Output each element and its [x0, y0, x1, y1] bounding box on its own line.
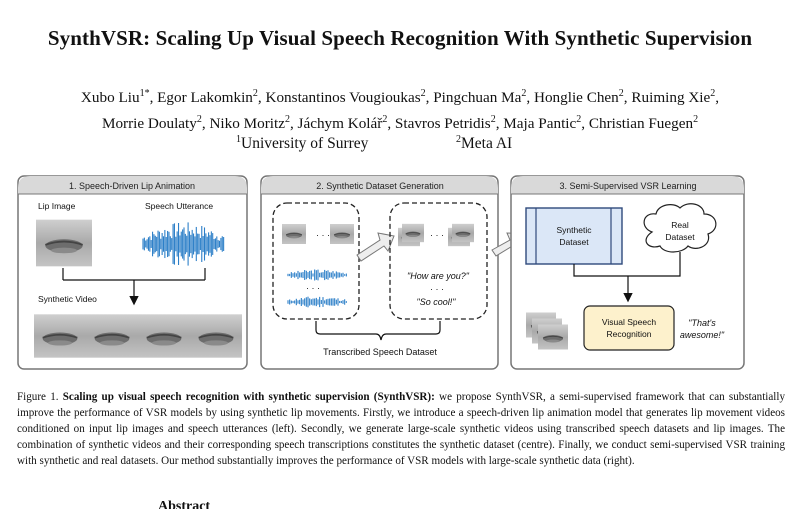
author-affil-mark: 2: [693, 114, 699, 126]
dots-quote: · · ·: [430, 284, 444, 294]
panel-semi-supervised-vsr-learning: 3. Semi-Supervised VSR Learning Syntheti…: [510, 175, 745, 370]
author-affil-mark: 2: [284, 114, 290, 126]
author-affil-mark: 2: [382, 114, 388, 126]
author-name: Pingchuan Ma: [433, 89, 522, 107]
author-line-2: Morrie Doulaty2, Niko Moritz2, Jáchym Ko…: [101, 114, 699, 133]
caption-text: we propose SynthVSR, a semi-supervised f…: [17, 391, 786, 467]
panel2-header: 2. Synthetic Dataset Generation: [316, 181, 444, 191]
author-affil-mark: 1*: [139, 88, 150, 99]
panel-speech-driven-lip-animation: 1. Speech-Driven Lip Animation Lip Image…: [17, 175, 248, 370]
synthetic-video-frames: [34, 313, 242, 359]
speech-waveform: [142, 222, 225, 266]
output-quote-line2: awesome!": [680, 330, 725, 340]
author-affil-mark: 2: [420, 88, 426, 99]
panel-synthetic-dataset-generation: 2. Synthetic Dataset Generation · · · · …: [260, 175, 499, 370]
paper-title: SynthVSR: Scaling Up Visual Speech Recog…: [47, 26, 753, 50]
quote-how-are-you: "How are you?": [407, 271, 470, 281]
lip-image-label: Lip Image: [38, 201, 76, 211]
author-affil-mark: 2: [521, 88, 527, 99]
real-dataset-line2: Dataset: [665, 232, 695, 242]
synthetic-dataset-line1: Synthetic: [557, 225, 593, 235]
author-affil-mark: 2: [490, 114, 496, 126]
author-affil-mark: 2: [710, 88, 716, 99]
author-affil-mark: 2: [252, 88, 258, 99]
author-name: Maja Pantic: [503, 115, 577, 133]
panel3-header: 3. Semi-Supervised VSR Learning: [559, 181, 696, 191]
speech-utterance-label: Speech Utterance: [145, 201, 213, 211]
abstract-heading: Abstract: [158, 499, 211, 509]
author-name: Stavros Petridis: [394, 115, 491, 133]
author-line-1: Xubo Liu1*, Egor Lakomkin2, Konstantinos…: [80, 88, 720, 107]
author-name: Christian Fuegen: [588, 115, 694, 133]
figure-1: 1. Speech-Driven Lip Animation Lip Image…: [17, 175, 745, 370]
author-affil-mark: 2: [196, 114, 202, 126]
synthetic-dataset-line2: Dataset: [559, 237, 589, 247]
caption-bold: Scaling up visual speech recognition wit…: [62, 391, 435, 403]
transcribed-speech-dataset-label: Transcribed Speech Dataset: [323, 347, 437, 357]
author-name: Morrie Doulaty: [101, 115, 197, 133]
author-name: Egor Lakomkin: [157, 89, 253, 107]
quote-so-cool: "So cool!": [417, 297, 457, 307]
vsr-line2: Recognition: [607, 329, 652, 339]
author-affil-mark: 2: [576, 114, 582, 126]
author-name: Niko Moritz: [209, 115, 285, 133]
author-name: Honglie Chen: [533, 89, 619, 107]
vsr-line1: Visual Speech: [602, 317, 656, 327]
author-name: Ruiming Xie: [631, 89, 711, 107]
dots-wave-left: · · ·: [306, 283, 320, 293]
caption-label: Figure 1.: [17, 391, 59, 403]
affiliation-1: 1University of Surrey: [236, 134, 369, 153]
output-quote-line1: "That's: [688, 318, 716, 328]
author-name: Konstantinos Vougioukas: [265, 89, 421, 107]
lip-image: [36, 218, 92, 268]
real-dataset-line1: Real: [671, 220, 689, 230]
synthetic-video-label: Synthetic Video: [38, 294, 97, 304]
author-name: Xubo Liu: [80, 89, 140, 107]
author-list: Xubo Liu1*, Egor Lakomkin2, Konstantinos…: [20, 83, 780, 135]
figure-caption: Figure 1. Scaling up visual speech recog…: [17, 390, 785, 470]
panel1-header: 1. Speech-Driven Lip Animation: [69, 181, 195, 191]
dots-lip-left: · · ·: [316, 230, 330, 240]
affiliation-2: 2Meta AI: [456, 134, 513, 153]
author-name: Jáchym Kolář: [297, 115, 383, 133]
author-affil-mark: 2: [618, 88, 624, 99]
dots-lip-right: · · ·: [430, 230, 444, 240]
